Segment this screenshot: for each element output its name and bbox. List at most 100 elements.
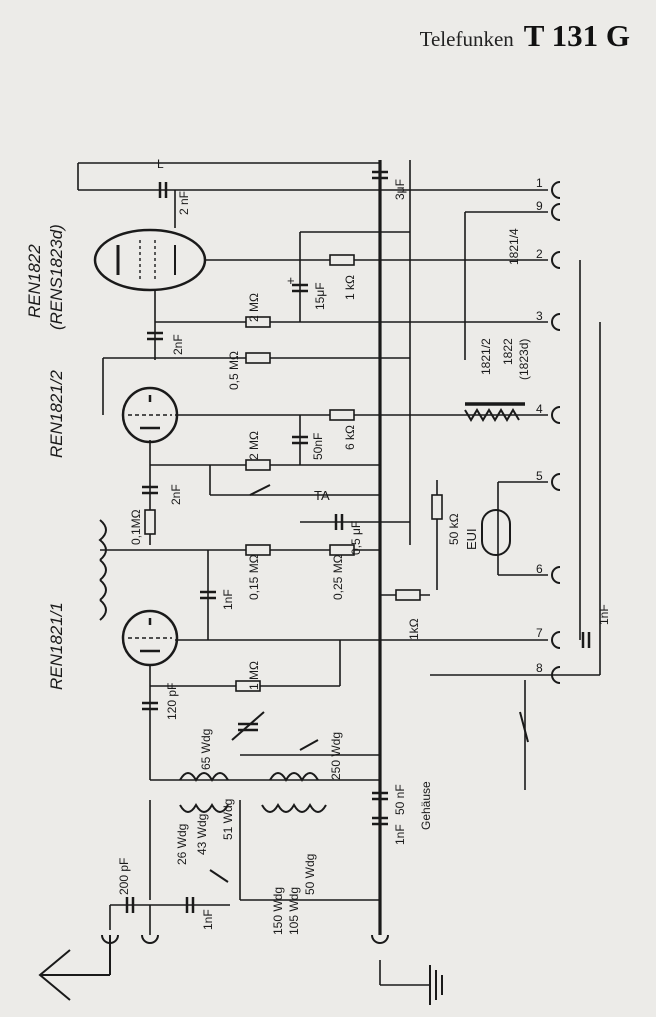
resistor-025M — [329, 544, 355, 556]
terminal-label-7: 7 — [536, 626, 543, 640]
label-pot-1k: 1kΩ — [407, 618, 421, 640]
tube-label-ren1822: REN1822 — [25, 244, 44, 318]
capacitor-2nF-top — [158, 182, 168, 198]
earth-socket — [371, 934, 389, 944]
label-ta: TA — [314, 488, 330, 503]
capacitor-1nF-a — [200, 590, 216, 600]
resistor-6k — [329, 409, 355, 421]
terminal-label-2: 2 — [536, 247, 543, 261]
potentiometer-1k — [395, 589, 421, 601]
label-05M: 0,5 MΩ — [227, 351, 241, 390]
switch-main — [519, 711, 529, 743]
coil-250wdg — [269, 772, 319, 783]
resistor-01M — [144, 509, 156, 535]
earth-icon — [429, 965, 443, 1005]
label-1821-2: 1821/2 — [479, 338, 493, 375]
eui-component — [481, 509, 511, 556]
label-1nF-b: 1nF — [393, 824, 407, 845]
capacitor-2nF-mid — [147, 331, 163, 341]
label-015M: 0,15 MΩ — [247, 554, 261, 600]
coils — [98, 402, 525, 813]
label-05uF: 0,5 μF — [349, 521, 363, 555]
capacitor-50nF — [292, 435, 308, 445]
coil-antenna — [179, 802, 229, 813]
resistor-05M — [245, 352, 271, 364]
capacitor-50nF-b — [372, 791, 388, 801]
tube-label-rens1823d: (RENS1823d) — [47, 224, 66, 330]
label-eui: EUI — [464, 528, 479, 550]
label-2nF-mid: 2nF — [171, 334, 185, 355]
tube-ren1822 — [93, 228, 207, 292]
brand-label: Telefunken — [419, 27, 514, 51]
terminal-label-3: 3 — [536, 309, 543, 323]
resistor-2M-top — [245, 316, 271, 328]
terminal-5-socket — [551, 473, 561, 491]
terminal-9-socket — [551, 203, 561, 221]
label-1k: 1 kΩ — [343, 275, 357, 300]
capacitor-200pF — [125, 897, 135, 913]
label-2M-mid: 2 MΩ — [247, 431, 261, 460]
antenna-icon — [38, 935, 111, 1001]
label-L: L — [157, 157, 164, 171]
resistor-1M — [235, 680, 261, 692]
labels: REN1822 (RENS1823d) REN1821/2 REN1821/1 … — [25, 157, 611, 935]
tube-label-ren1821-2: REN1821/2 — [47, 370, 66, 458]
label-6k: 6 kΩ — [343, 425, 357, 450]
coil-secondary — [261, 802, 327, 813]
label-2nF-low: 2nF — [169, 484, 183, 505]
label-50nF: 50nF — [311, 433, 325, 460]
label-1M: 1 MΩ — [247, 661, 261, 690]
terminal-8-socket — [551, 666, 561, 684]
label-1nF-c: 1nF — [201, 909, 215, 930]
label-120pF: 120 pF — [165, 683, 179, 720]
label-250wdg: 250 Wdg — [329, 732, 343, 780]
resistor-50k — [431, 494, 443, 520]
terminal-label-9: 9 — [536, 199, 543, 213]
label-1nF-d: 1nF — [597, 604, 611, 625]
label-1823d: (1823d) — [517, 339, 531, 380]
model-label: T 131 G — [523, 18, 630, 53]
label-26wdg: 26 Wdg — [175, 824, 189, 865]
terminal-6-socket — [551, 566, 561, 584]
label-50wdg: 50 Wdg — [303, 854, 317, 895]
terminal-2-socket — [551, 251, 561, 269]
terminal-1-socket — [551, 181, 561, 199]
capacitor-3uF — [372, 170, 388, 180]
terminal-label-8: 8 — [536, 661, 543, 675]
capacitors — [125, 170, 591, 913]
resistor-2M-mid — [245, 459, 271, 471]
label-105wdg: 105 Wdg — [287, 887, 301, 935]
switch-ta — [249, 484, 271, 496]
label-1821-4: 1821/4 — [507, 228, 521, 265]
coil-plate — [98, 519, 107, 621]
label-200pF: 200 pF — [117, 858, 131, 895]
label-2nF-top: 2 nF — [177, 191, 191, 215]
terminal-3-socket — [551, 313, 561, 331]
capacitor-1nF-b — [372, 816, 388, 826]
label-2M-top: 2 MΩ — [247, 293, 261, 322]
label-01M: 0,1MΩ — [129, 509, 143, 545]
capacitor-1nF-c — [185, 897, 195, 913]
header: Telefunken T 131 G — [420, 18, 630, 54]
terminals — [101, 181, 561, 944]
capacitor-1nF-right — [581, 632, 591, 648]
label-1822: 1822 — [501, 338, 515, 365]
capacitor-120pF — [142, 701, 158, 711]
coil-65wdg — [179, 772, 229, 783]
tube-ren1821-2 — [121, 386, 179, 444]
label-1nF-a: 1nF — [221, 589, 235, 610]
speaker-coil — [464, 408, 520, 422]
terminal-label-5: 5 — [536, 469, 543, 483]
tube-label-ren1821-1: REN1821/1 — [47, 602, 66, 690]
capacitor-2nF-low — [142, 485, 158, 495]
variable-capacitor — [231, 711, 265, 741]
terminal-label-4: 4 — [536, 402, 543, 416]
label-65wdg: 65 Wdg — [199, 729, 213, 770]
terminal-4-socket — [551, 406, 561, 424]
switch-band — [299, 739, 319, 751]
switches — [209, 484, 529, 883]
label-50k: 50 kΩ — [447, 513, 461, 545]
label-gehause: Gehäuse — [419, 781, 433, 830]
terminal-label-6: 6 — [536, 562, 543, 576]
